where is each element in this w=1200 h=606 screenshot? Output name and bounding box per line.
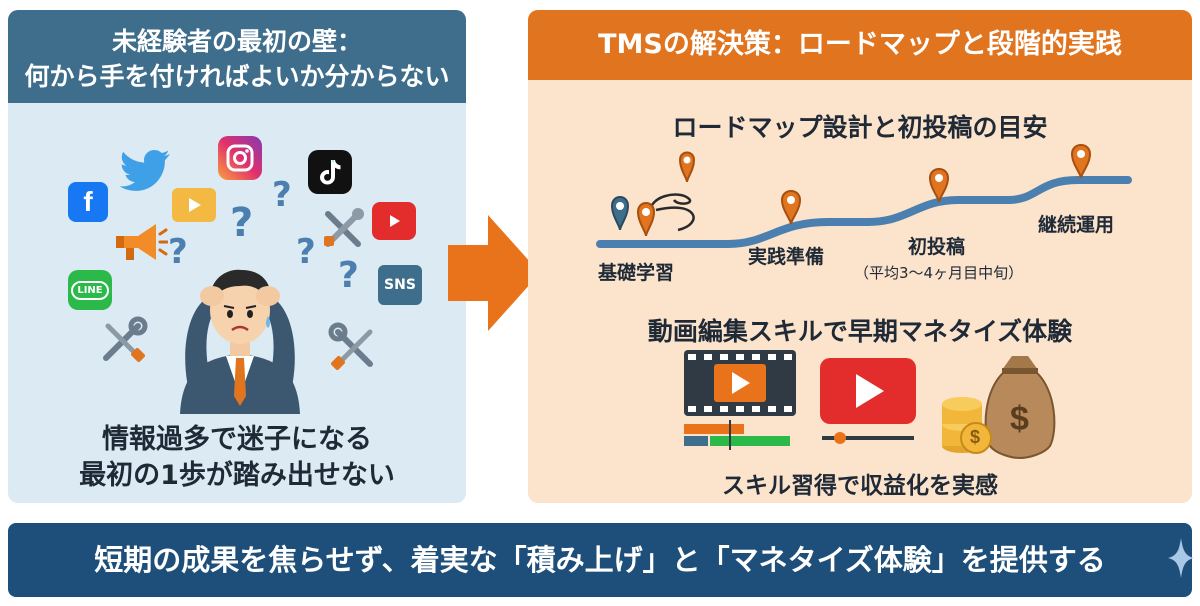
problem-header-line2: 何から手を付ければよいか分からない — [24, 62, 450, 91]
sparkle-icon — [1168, 538, 1194, 582]
sns-icon-label: SNS — [384, 277, 416, 293]
problem-caption: 情報過多で迷子になる 最初の1歩が踏み出せない — [8, 422, 466, 494]
problem-panel: 未経験者の最初の壁： 何から手を付ければよいか分からない f — [8, 10, 466, 503]
dollar-sign-on-coin: $ — [970, 427, 981, 447]
map-pin-icon — [780, 190, 802, 225]
question-mark-icon: ? — [338, 255, 359, 296]
video-play-icon — [172, 188, 216, 222]
stage-basic-learning: 基礎学習 — [598, 262, 675, 284]
solution-panel: TMSの解決策：ロードマップと段階的実践 ロードマップ設計と初投稿の目安 — [528, 10, 1192, 503]
youtube-icon — [372, 202, 416, 240]
question-mark-icon: ? — [296, 232, 316, 272]
question-mark-icon: ? — [168, 232, 188, 272]
instagram-icon — [218, 136, 262, 180]
sns-icon: SNS — [378, 265, 422, 305]
map-pin-icon — [678, 151, 696, 183]
facebook-icon: f — [68, 182, 108, 222]
map-pin-icon — [1070, 144, 1092, 179]
question-mark-icon: ? — [230, 200, 254, 246]
solution-header: TMSの解決策：ロードマップと段階的実践 — [528, 10, 1192, 80]
problem-header-line1: 未経験者の最初の壁： — [111, 27, 362, 56]
map-pin-icon — [928, 168, 950, 203]
skill-title: 動画編集スキルで早期マネタイズ体験 — [647, 317, 1073, 346]
summary-banner: 短期の成果を焦らせず、着実な「積み上げ」と「マネタイズ体験」を提供する — [8, 523, 1192, 597]
dollar-sign-on-bag: $ — [1010, 400, 1029, 438]
facebook-icon-letter: f — [83, 186, 93, 217]
megaphone-icon — [112, 220, 168, 266]
right-arrow-icon — [448, 215, 540, 335]
video-player-icon — [818, 358, 918, 448]
tiktok-icon — [308, 150, 352, 194]
confused-person-illustration — [160, 246, 320, 414]
stage-first-post: 初投稿 — [908, 236, 966, 258]
roadmap-graphic — [596, 144, 1132, 248]
stage-first-post-note: （平均3〜4ヶ月目中旬） — [854, 264, 1024, 282]
stage-practice-prep: 実践準備 — [748, 246, 825, 268]
video-editing-icon — [680, 350, 800, 450]
line-icon-label: LINE — [71, 280, 109, 300]
skill-caption: スキル習得で収益化を実感 — [722, 473, 998, 499]
problem-caption-line2: 最初の1歩が踏み出せない — [79, 460, 395, 491]
question-mark-icon: ? — [272, 175, 292, 215]
map-pin-icon — [610, 196, 630, 231]
problem-caption-line1: 情報過多で迷子になる — [102, 424, 372, 455]
problem-header: 未経験者の最初の壁： 何から手を付ければよいか分からない — [8, 10, 466, 103]
wrench-screwdriver-icon — [98, 316, 148, 366]
tools-icon — [320, 206, 366, 252]
twitter-icon — [120, 148, 172, 192]
wrench-screwdriver-icon — [328, 322, 380, 374]
line-icon: LINE — [68, 270, 112, 310]
map-pin-icon — [636, 202, 656, 237]
money-bag-icon: $ $ — [938, 350, 1058, 460]
roadmap-title: ロードマップ設計と初投稿の目安 — [672, 113, 1048, 142]
summary-banner-text: 短期の成果を焦らせず、着実な「積み上げ」と「マネタイズ体験」を提供する — [94, 543, 1106, 577]
stage-continuous-operation: 継続運用 — [1038, 214, 1115, 236]
